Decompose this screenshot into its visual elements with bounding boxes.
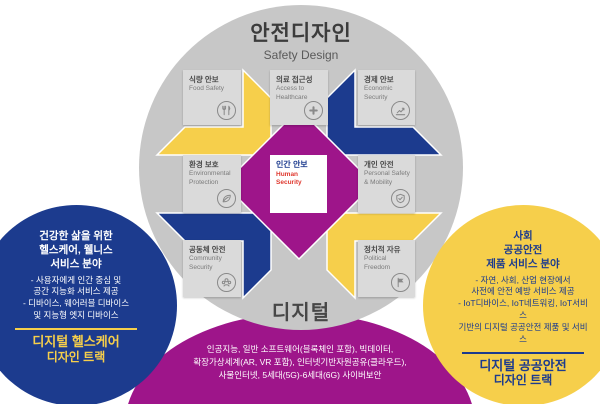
body-line: 및 지능형 엣지 디바이스 — [33, 310, 119, 321]
cell-access-to-healthcare: 의료 접근성 Access to Healthcare — [270, 70, 328, 125]
public-safety-track-title: 디지털 공공안전 — [479, 357, 567, 373]
leaf-icon — [217, 189, 236, 208]
healthcare-divider — [15, 328, 137, 331]
band-line: 인공지능, 일반 소프트웨어(블록체인 포함), 빅데이터, — [206, 344, 394, 354]
cell-subtitle: Access to Healthcare — [276, 85, 308, 101]
cell-subtitle: Economic Security — [364, 85, 393, 101]
safety-design-subtitle: Safety Design — [263, 48, 339, 62]
flag-icon — [391, 273, 410, 292]
cell-subtitle: Environmental Protection — [189, 170, 231, 186]
digital-technology-list: 인공지능, 일반 소프트웨어(블록체인 포함), 빅데이터, 확장가상세계(AR… — [152, 343, 448, 383]
medical-cross-icon — [304, 101, 323, 120]
public-safety-heading: 사회 공공안전 제품 서비스 분야 — [456, 229, 590, 272]
cell-subtitle: Community Security — [189, 255, 222, 271]
cell-community-security: 공동체 안전 Community Security — [183, 240, 241, 297]
cell-title: 환경 보호 — [189, 160, 219, 169]
fork-knife-icon — [217, 101, 236, 120]
body-line: - 사용자에게 인간 중심 및 — [30, 274, 122, 285]
public-safety-body: - 자연, 사회, 산업 현장에서 사전에 안전 예방 서비스 제공 - IoT… — [456, 275, 590, 346]
body-line: 사전에 안전 예방 서비스 제공 — [471, 286, 575, 297]
healthcare-body: - 사용자에게 인간 중심 및 공간 지능화 서비스 제공 - 디바이스, 웨어… — [9, 275, 143, 323]
cell-title: 의료 접근성 — [276, 75, 313, 84]
healthcare-track-content: 건강한 삶을 위한 헬스케어, 웰니스 서비스 분야 - 사용자에게 인간 중심… — [9, 229, 143, 365]
heading-line: 사회 — [513, 230, 533, 242]
cell-title: 개인 안전 — [364, 160, 394, 169]
cell-title: 인간 안보 — [276, 160, 308, 169]
body-line: - 디바이스, 웨어러블 디바이스 — [22, 298, 130, 309]
cell-human-security: 인간 안보 Human Security — [270, 155, 327, 213]
body-line: - IoT디바이스, IoT네트워킹, IoT서비스 — [458, 298, 588, 321]
heading-line: 건강한 삶을 위한 — [39, 230, 113, 242]
healthcare-track-title: 디지털 헬스케어 — [32, 334, 120, 350]
cell-economic-security: 경제 안보 Economic Security — [358, 70, 415, 125]
heading-line: 제품 서비스 분야 — [486, 258, 560, 271]
cell-title: 공동체 안전 — [189, 245, 226, 254]
safety-design-heading: 안전디자인 Safety Design — [139, 17, 463, 62]
heading-line: 서비스 분야 — [50, 258, 102, 271]
digital-label: 디지털 — [271, 302, 331, 324]
band-line: 사물인터넷, 5세대(5G)-6세대(6G) 사이버보안 — [218, 370, 382, 381]
shield-icon — [391, 189, 410, 208]
cell-subtitle: Personal Safety & Mobility — [364, 170, 410, 186]
band-line: 확장가상세계(AR, VR 포함), 인터넷기반자원공유(클라우드), — [193, 357, 407, 368]
cell-subtitle: Food Safety — [189, 85, 225, 93]
pinwheel-arm-bottom-right — [326, 212, 443, 300]
body-line: 공간 지능화 서비스 제공 — [33, 286, 119, 297]
heading-line: 공공안전 — [503, 244, 543, 257]
cell-subtitle: Human Security — [276, 171, 302, 187]
body-line: - 자연, 사회, 산업 현장에서 — [475, 274, 571, 285]
body-line: 기반의 디지털 공공안전 제품 및 서비스 — [458, 322, 588, 344]
healthcare-track-subtitle: 디자인 트랙 — [46, 349, 106, 364]
public-safety-divider — [462, 351, 584, 354]
heading-line: 헬스케어, 웰니스 — [39, 244, 113, 257]
cell-title: 식량 안보 — [189, 75, 219, 84]
cell-political-freedom: 정치적 자유 Political Freedom — [358, 240, 415, 297]
public-safety-track-subtitle: 디자인 트랙 — [493, 373, 553, 388]
safety-design-title: 안전디자인 — [250, 22, 352, 45]
growth-chart-icon — [391, 101, 410, 120]
cell-subtitle: Political Freedom — [364, 255, 391, 271]
cell-personal-safety: 개인 안전 Personal Safety & Mobility — [358, 155, 415, 213]
pinwheel-arm-bottom-left — [155, 212, 272, 300]
public-safety-track-content: 사회 공공안전 제품 서비스 분야 - 자연, 사회, 산업 현장에서 사전에 … — [456, 229, 590, 388]
cell-title: 정치적 자유 — [364, 245, 401, 254]
cell-food-safety: 식량 안보 Food Safety — [183, 70, 241, 125]
cell-title: 경제 안보 — [364, 75, 394, 84]
healthcare-track-circle: 건강한 삶을 위한 헬스케어, 웰니스 서비스 분야 - 사용자에게 인간 중심… — [0, 205, 177, 404]
cell-environmental-protection: 환경 보호 Environmental Protection — [183, 155, 241, 213]
community-icon — [217, 273, 236, 292]
public-safety-track-circle: 사회 공공안전 제품 서비스 분야 - 자연, 사회, 산업 현장에서 사전에 … — [423, 205, 600, 404]
healthcare-heading: 건강한 삶을 위한 헬스케어, 웰니스 서비스 분야 — [9, 229, 143, 272]
